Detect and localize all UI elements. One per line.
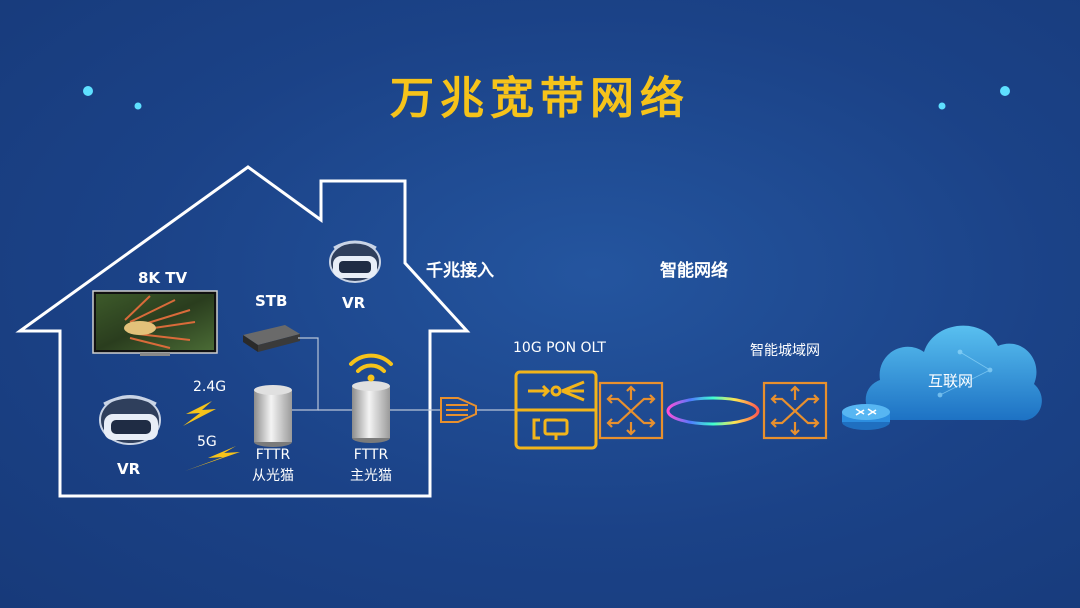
wifi-icon (349, 353, 393, 382)
cloud-icon (865, 325, 1042, 421)
switch-icon (762, 381, 828, 440)
house-outline (15, 165, 471, 498)
fttr-master-label-line1: FTTR (353, 447, 389, 463)
vr-top-label: VR (342, 294, 366, 312)
gigabit-access-label: 千兆接入 (426, 261, 494, 281)
olt-label: 10G PON OLT (513, 340, 606, 356)
title-decoration-right (780, 86, 1010, 110)
tv-label: 8K TV (138, 269, 188, 287)
band-24g-label: 2.4G (193, 379, 227, 395)
smart-network-label: 智能网络 (660, 261, 728, 281)
metro-ring (666, 396, 760, 426)
page-title: 万兆宽带网络 (390, 73, 690, 124)
fttr-slave-modem-icon (254, 385, 292, 447)
band-5g-label: 5G (197, 434, 217, 450)
metro-label: 智能城域网 (750, 343, 820, 359)
olt-icon (514, 370, 598, 450)
switch-icon (598, 381, 664, 440)
fttr-slave-label-line1: FTTR (255, 447, 291, 463)
splitter-icon (440, 397, 477, 423)
vr-headset-icon (99, 395, 161, 445)
lightning-icon (183, 401, 216, 426)
vr-left-label: VR (117, 460, 141, 478)
fttr-master-modem-icon (352, 381, 390, 443)
router-icon (842, 404, 890, 430)
stb-label: STB (255, 292, 288, 310)
title-decoration-left (83, 86, 300, 110)
internet-label: 互联网 (928, 372, 974, 390)
stb-link (292, 337, 352, 411)
fttr-slave-label-line2: 从光猫 (252, 468, 294, 484)
tv-icon (92, 290, 218, 356)
stb-icon (243, 325, 300, 352)
fttr-master-label-line2: 主光猫 (350, 468, 392, 484)
vr-headset-icon (329, 240, 381, 283)
